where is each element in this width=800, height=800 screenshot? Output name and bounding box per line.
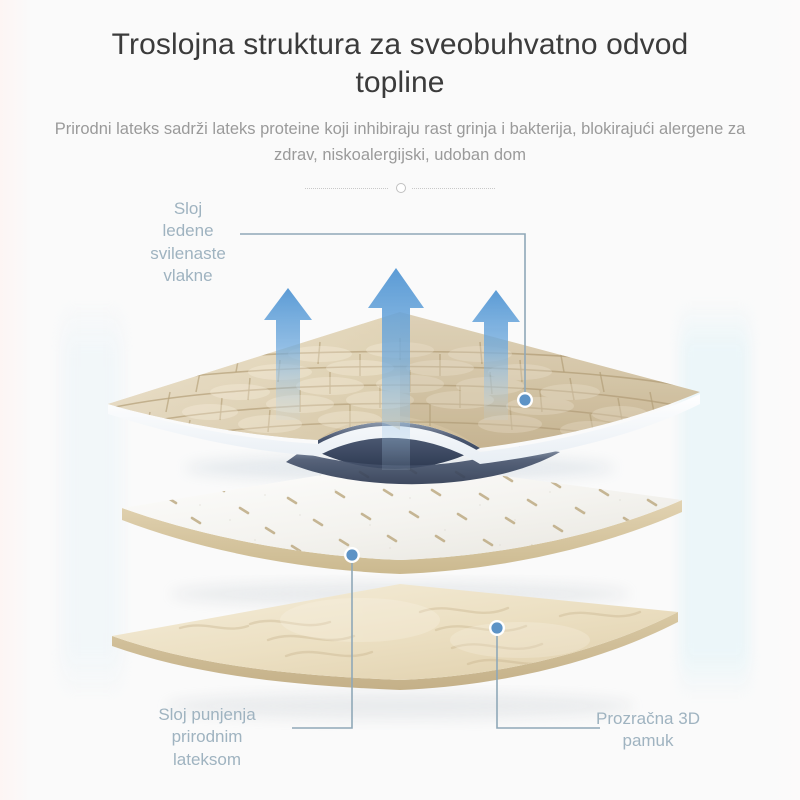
dotted-divider-icon — [305, 182, 495, 194]
page-subtitle: Prirodni lateks sadrži lateks proteine k… — [54, 120, 746, 164]
header: Troslojna struktura za sveobuhvatno odvo… — [0, 0, 800, 194]
bottom-layer-cotton — [112, 584, 678, 690]
divider-line-left — [305, 187, 388, 189]
callout-label-cotton: Prozračna 3D pamuk — [596, 709, 700, 751]
leader-dot-cotton — [489, 620, 505, 636]
leader-line-ice-silk — [240, 233, 526, 396]
leader-line-latex — [292, 558, 353, 729]
callout-label-ice-silk: Sloj ledene svilenaste vlakne — [150, 199, 226, 286]
callout-leader-lines — [240, 233, 600, 729]
leader-line-cotton — [496, 632, 600, 729]
divider-circle-icon — [396, 183, 406, 194]
leader-dot-ice-silk — [517, 392, 533, 408]
leader-dot-latex — [344, 547, 360, 563]
heat-flow-arrows — [264, 268, 520, 470]
page-title: Troslojna struktura za sveobuhvatno odvo… — [111, 28, 689, 99]
divider-line-right — [412, 187, 495, 189]
callout-markers — [344, 392, 533, 636]
callout-label-latex: Sloj punjenja prirodnim lateksom — [158, 705, 256, 769]
middle-layer-latex — [122, 462, 682, 574]
